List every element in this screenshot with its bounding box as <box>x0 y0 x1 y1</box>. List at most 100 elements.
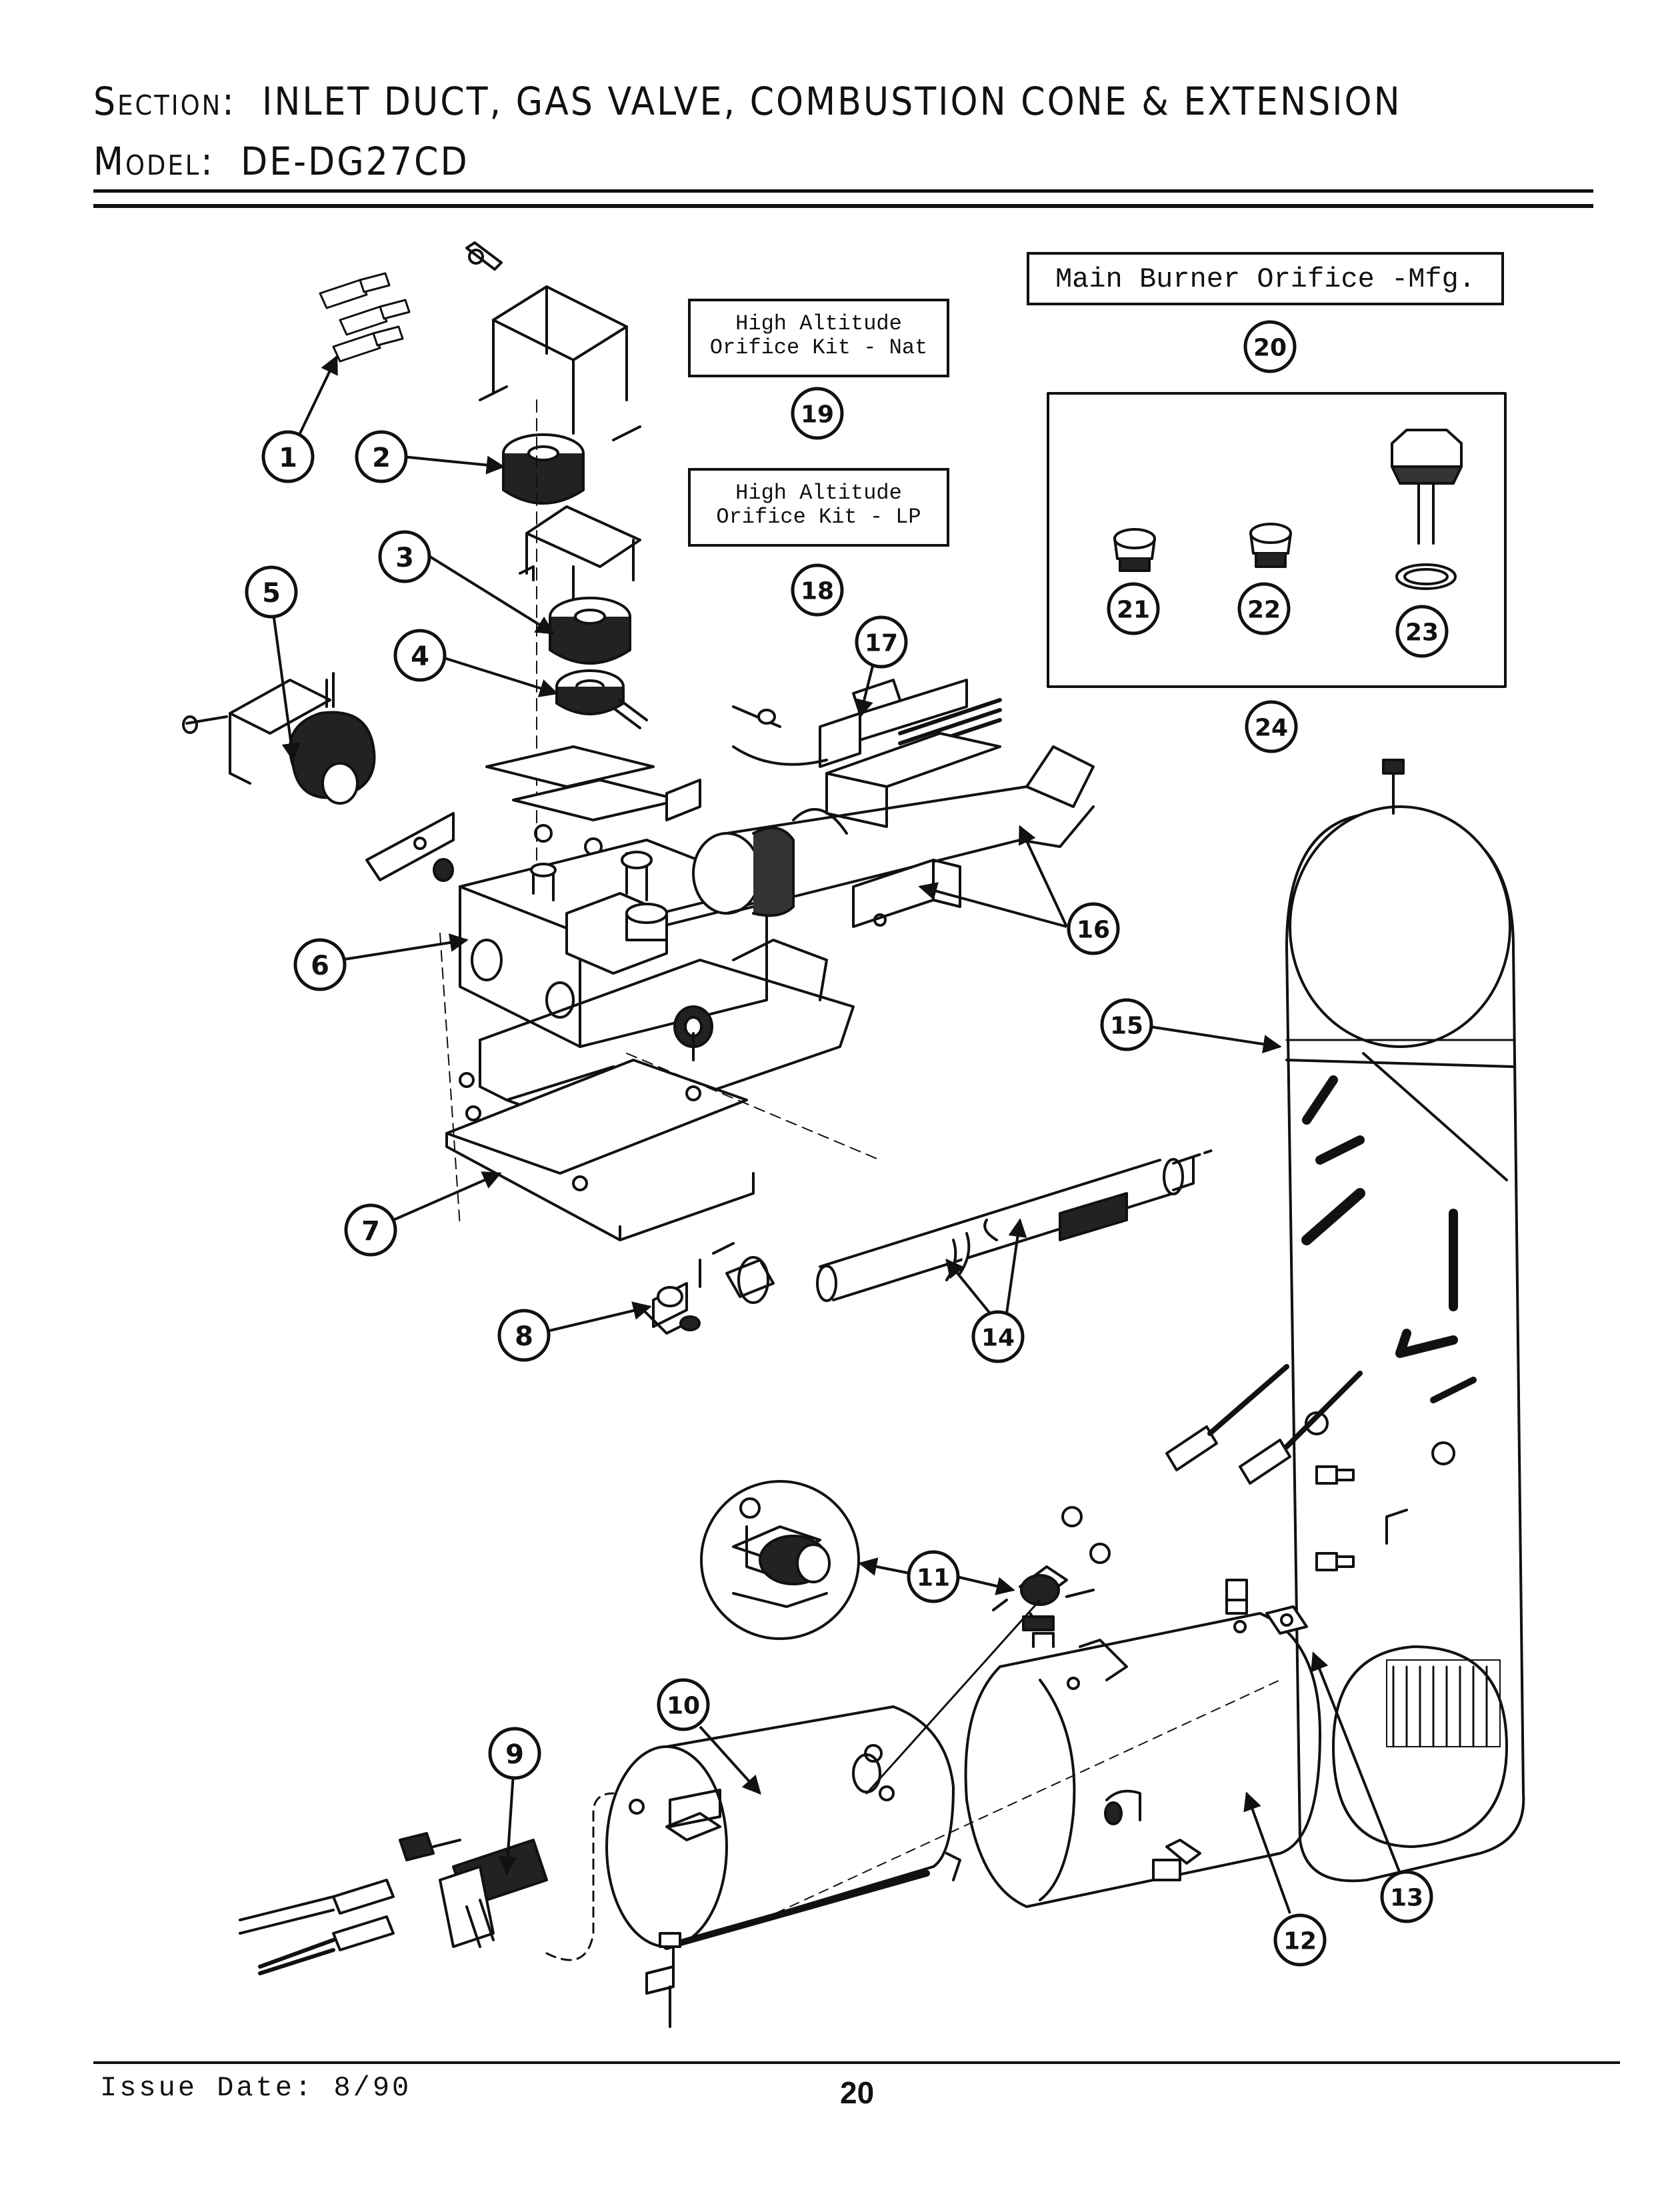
main-burner-orifice-label: Main Burner Orifice -Mfg. <box>1055 263 1476 295</box>
coil-part-3 <box>549 597 631 665</box>
leader-9 <box>498 1773 517 1875</box>
callout-11-circle <box>907 1550 960 1603</box>
callout-14-circle <box>971 1310 1025 1363</box>
callout-15-label: 15 <box>1110 1013 1143 1040</box>
extension-screws <box>1152 1579 1248 1881</box>
callout-10-label: 10 <box>667 1693 700 1720</box>
leader-17 <box>855 663 875 719</box>
callout-7-circle <box>344 1203 397 1257</box>
callout-20-circle <box>1243 320 1297 373</box>
callout-6-circle <box>293 938 347 991</box>
duct-side-screws <box>1315 1465 1355 1571</box>
thermostat-leader-dashed <box>865 1599 1041 1795</box>
high-altitude-lp-box: High Altitude Orifice Kit - LP <box>688 468 949 547</box>
coil-part-2 <box>502 433 585 505</box>
high-altitude-nat-box: High Altitude Orifice Kit - Nat <box>688 299 949 377</box>
callout-5-circle <box>245 565 298 619</box>
callout-12-circle <box>1273 1913 1327 1967</box>
leader-2 <box>402 455 505 475</box>
callout-8-circle <box>497 1309 551 1362</box>
leader-16b <box>1018 825 1068 927</box>
leader-11a <box>858 1557 911 1576</box>
callout-13-circle <box>1380 1870 1433 1923</box>
burner-tube-part-16 <box>692 745 1095 928</box>
coil-part-4 <box>555 669 648 729</box>
callout-2-circle <box>355 430 408 483</box>
wire-terminals-upper <box>1165 1364 1363 1485</box>
callout-23-circle <box>1395 605 1449 658</box>
callout-22-label: 22 <box>1247 597 1281 624</box>
callout-10-circle <box>657 1678 710 1731</box>
callout-16-circle <box>1067 902 1120 955</box>
high-altitude-nat-line1: High Altitude <box>735 311 902 336</box>
high-altitude-lp-line2: Orifice Kit - LP <box>716 504 921 529</box>
orifice-21-icon <box>1113 528 1156 572</box>
main-burner-orifice-box: Main Burner Orifice -Mfg. <box>1027 252 1504 305</box>
callout-20-label: 20 <box>1253 335 1287 362</box>
combustion-extension-part-12 <box>964 1612 1321 1908</box>
callout-18-label: 18 <box>801 578 834 605</box>
combustion-cone-part-10 <box>605 1705 961 2028</box>
callout-9-label: 9 <box>505 1739 524 1770</box>
leader-4 <box>439 655 559 697</box>
orifice-23-icon <box>1391 429 1463 590</box>
model-value: DE-DG27CD <box>241 139 469 184</box>
callout-5-label: 5 <box>262 578 281 609</box>
leader-16a <box>918 882 1067 928</box>
leader-14a <box>945 1258 991 1315</box>
leader-1 <box>299 355 338 434</box>
callout-18-circle <box>791 563 844 617</box>
callout-1-circle <box>261 430 315 483</box>
gasket-plate-upper <box>485 745 655 788</box>
sensor-wire-dashed <box>545 1792 615 1961</box>
leader-3 <box>423 552 555 635</box>
coil-bracket-upper <box>465 241 641 441</box>
callout-24-label: 24 <box>1255 715 1288 742</box>
high-altitude-lp-line1: High Altitude <box>735 481 902 505</box>
leader-5 <box>272 613 301 762</box>
callout-12-label: 12 <box>1283 1928 1317 1955</box>
footer-rule <box>93 2061 1620 2064</box>
callout-1-label: 1 <box>279 443 297 473</box>
callout-23-label: 23 <box>1405 619 1439 647</box>
screws-part-1 <box>319 272 411 363</box>
leader-7 <box>393 1171 502 1221</box>
callout-24-circle <box>1245 700 1298 753</box>
callout-3-circle <box>378 530 431 583</box>
high-altitude-nat-line2: Orifice Kit - Nat <box>709 335 928 360</box>
flame-sensor-part-9 <box>239 1832 548 1975</box>
callout-17-circle <box>855 615 908 669</box>
model-title: Model: DE-DG27CD <box>93 139 469 184</box>
section-label: Section: <box>93 79 236 124</box>
callout-9-circle <box>488 1727 541 1780</box>
callout-14-label: 14 <box>981 1325 1015 1352</box>
leader-12 <box>1243 1791 1291 1914</box>
callout-19-label: 19 <box>801 401 834 429</box>
duct-top-screw <box>1382 759 1405 815</box>
leader-8 <box>546 1301 652 1333</box>
callout-13-label: 13 <box>1390 1885 1423 1912</box>
callout-7-label: 7 <box>361 1216 380 1247</box>
coil-part-5 <box>182 672 376 805</box>
issue-date: Issue Date: 8/90 <box>100 2072 412 2104</box>
leader-6 <box>339 933 469 961</box>
callout-4-label: 4 <box>411 641 429 672</box>
leader-11b <box>956 1575 1015 1595</box>
section-title: Section: INLET DUCT, GAS VALVE, COMBUSTI… <box>93 79 1402 124</box>
leader-15 <box>1149 1025 1282 1054</box>
leader-14b <box>1005 1218 1027 1314</box>
mounting-bracket-part-7 <box>445 939 855 1241</box>
leader-13 <box>1311 1651 1401 1874</box>
thermostat-detail-part-11 <box>700 1480 860 1640</box>
gas-valve-part-6 <box>365 812 768 1048</box>
header-rule-bottom <box>93 204 1593 208</box>
section-value: INLET DUCT, GAS VALVE, COMBUSTION CONE &… <box>261 79 1402 124</box>
shutoff-valve-part-8 <box>639 1242 775 1335</box>
callout-19-circle <box>791 387 844 440</box>
gasket-plate-lower <box>512 779 681 821</box>
leader-10 <box>699 1725 761 1795</box>
callout-17-label: 17 <box>865 630 898 657</box>
cone-axis-dashed <box>746 1679 1281 1927</box>
callout-8-label: 8 <box>515 1321 533 1352</box>
